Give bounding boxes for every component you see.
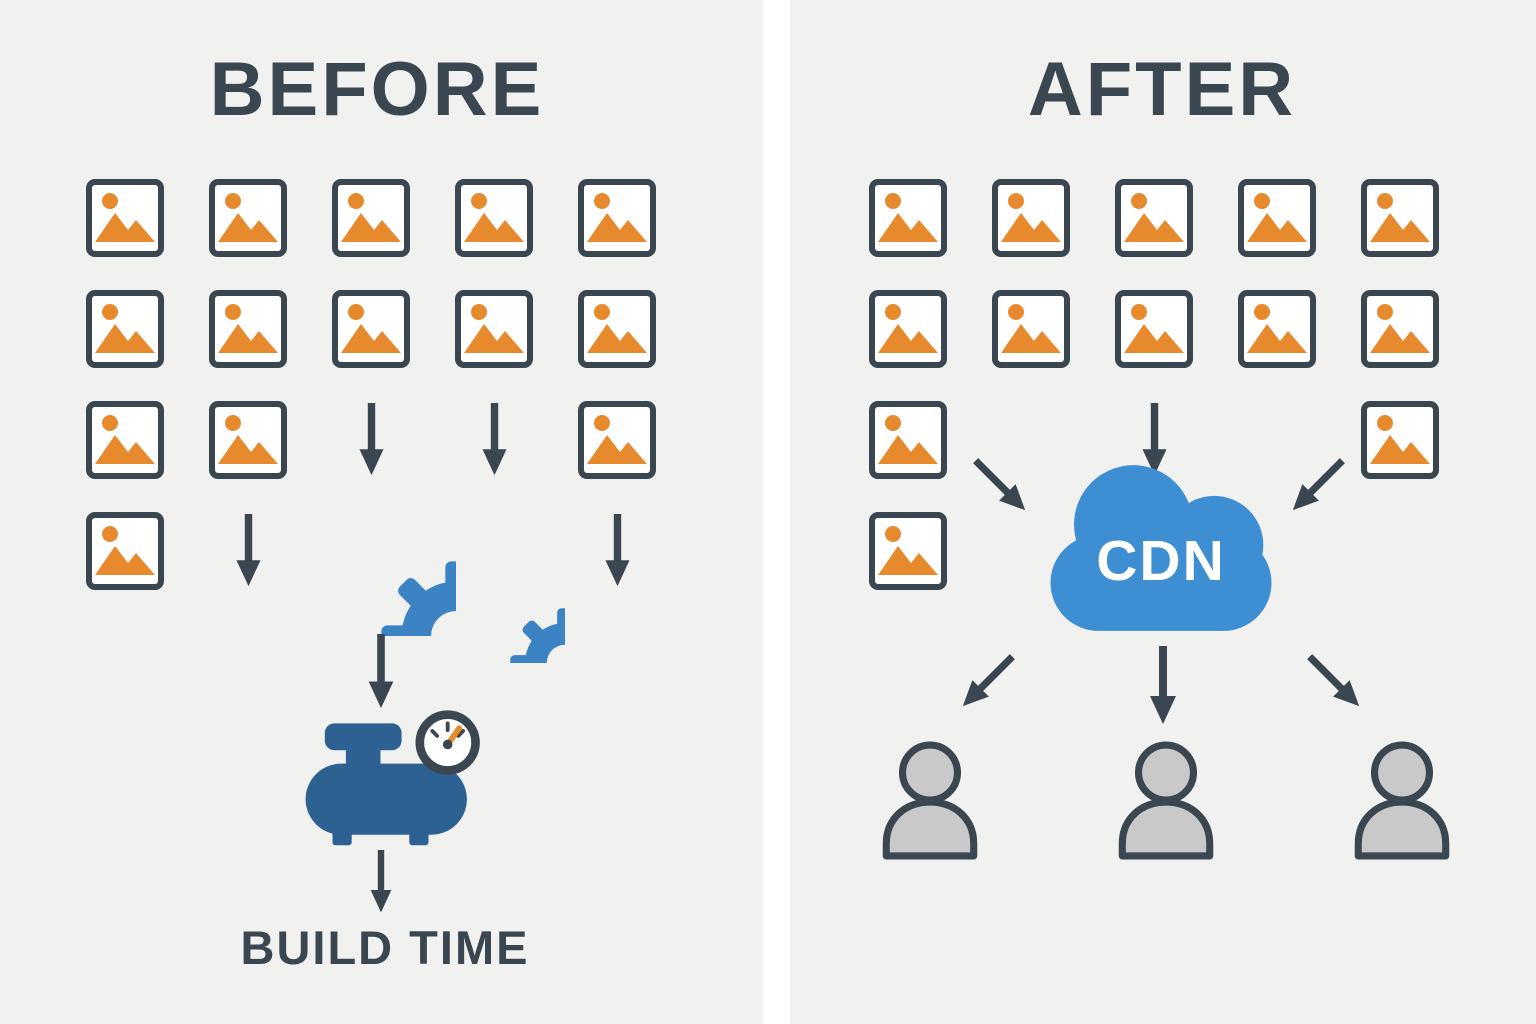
grid-cell-image (1237, 178, 1317, 258)
arrow-down-right-icon (1299, 646, 1371, 718)
image-thumbnail-icon (868, 511, 948, 591)
arrow-down-left-icon (951, 646, 1023, 718)
arrow-down-icon (366, 634, 396, 710)
image-thumbnail-icon (454, 178, 534, 258)
before-title: BEFORE (209, 47, 545, 132)
image-thumbnail-icon (1360, 289, 1440, 369)
image-thumbnail-icon (454, 289, 534, 369)
grid-cell-image (85, 178, 165, 258)
users-row (874, 738, 1458, 860)
image-thumbnail-icon (577, 178, 657, 258)
image-thumbnail-icon (1360, 178, 1440, 258)
grid-cell-image (1237, 289, 1317, 369)
grid-cell-image (868, 178, 948, 258)
grid-cell-image (577, 289, 657, 369)
grid-cell-image (577, 400, 657, 480)
arrow-down-icon (234, 514, 263, 588)
grid-cell-image (331, 289, 411, 369)
gear-icon (302, 482, 456, 636)
arrow-down-icon (603, 514, 632, 588)
grid-cell-image (868, 511, 948, 591)
grid-cell-image (1360, 289, 1440, 369)
image-thumbnail-icon (991, 178, 1071, 258)
image-thumbnail-icon (1114, 289, 1194, 369)
image-thumbnail-icon (868, 400, 948, 480)
image-thumbnail-icon (577, 289, 657, 369)
grid-cell-arrow (577, 511, 657, 591)
image-thumbnail-icon (1114, 178, 1194, 258)
grid-cell-arrow (454, 400, 534, 480)
arrow-down-icon (357, 403, 386, 477)
image-thumbnail-icon (331, 178, 411, 258)
grid-cell-arrow (331, 400, 411, 480)
user-icon (874, 738, 986, 860)
grid-cell-image (85, 511, 165, 591)
image-thumbnail-icon (1237, 178, 1317, 258)
grid-cell-arrow (208, 511, 288, 591)
grid-cell-empty (1360, 511, 1440, 591)
image-thumbnail-icon (208, 400, 288, 480)
grid-cell-image (85, 400, 165, 480)
grid-cell-image (1114, 289, 1194, 369)
grid-cell-image (868, 400, 948, 480)
image-thumbnail-icon (991, 289, 1071, 369)
grid-cell-image (577, 178, 657, 258)
build-machine-icon (296, 708, 488, 852)
grid-cell-image (85, 289, 165, 369)
build-time-caption: BUILD TIME (240, 921, 530, 974)
grid-cell-image (454, 178, 534, 258)
cdn-label: CDN (1096, 529, 1226, 593)
panel-divider (763, 0, 790, 1024)
image-thumbnail-icon (868, 289, 948, 369)
user-icon (1110, 738, 1222, 860)
grid-cell-image (454, 289, 534, 369)
arrow-down-icon (480, 403, 509, 477)
after-title: AFTER (1027, 47, 1297, 132)
image-thumbnail-icon (868, 178, 948, 258)
grid-cell-image (1114, 178, 1194, 258)
gear-icon (452, 550, 565, 663)
grid-cell-image (1360, 178, 1440, 258)
image-thumbnail-icon (577, 400, 657, 480)
grid-cell-image (331, 178, 411, 258)
image-thumbnail-icon (1360, 400, 1440, 480)
image-thumbnail-icon (208, 289, 288, 369)
grid-cell-image (208, 289, 288, 369)
image-thumbnail-icon (85, 511, 165, 591)
grid-cell-image (868, 289, 948, 369)
image-thumbnail-icon (331, 289, 411, 369)
image-thumbnail-icon (85, 289, 165, 369)
image-thumbnail-icon (85, 178, 165, 258)
image-thumbnail-icon (85, 400, 165, 480)
grid-cell-image (208, 178, 288, 258)
grid-cell-image (1360, 400, 1440, 480)
user-icon (1346, 738, 1458, 860)
arrow-down-icon (1148, 646, 1178, 726)
image-thumbnail-icon (208, 178, 288, 258)
image-thumbnail-icon (1237, 289, 1317, 369)
grid-cell-image (991, 289, 1071, 369)
grid-cell-image (208, 400, 288, 480)
arrow-down-icon (366, 850, 396, 914)
grid-cell-image (991, 178, 1071, 258)
